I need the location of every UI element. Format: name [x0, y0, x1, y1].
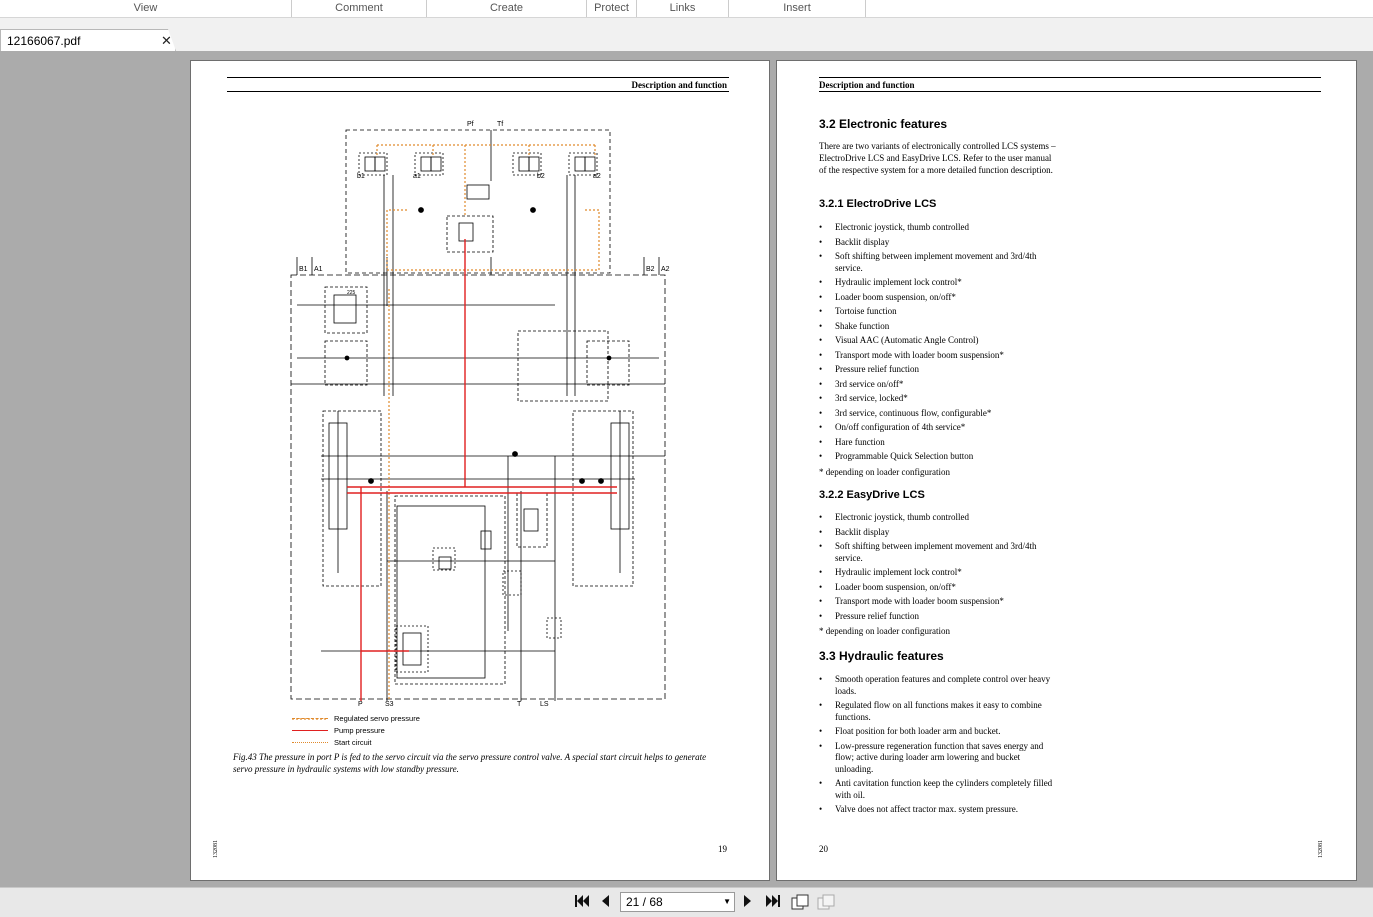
single-page-icon[interactable]: [817, 894, 835, 910]
header-rule: [227, 77, 729, 78]
list-item: Tortoise function: [819, 306, 1057, 318]
diagram-legend: Regulated servo pressure Pump pressure S…: [292, 712, 420, 748]
section-3-2-1-title: 3.2.1 ElectroDrive LCS: [819, 198, 937, 210]
list-item: Shake function: [819, 321, 1057, 333]
list-item: Programmable Quick Selection button: [819, 451, 1057, 463]
valve-a2-label: a2: [593, 173, 601, 180]
port-b1-label: B1: [299, 266, 308, 273]
prev-page-icon[interactable]: [598, 894, 612, 910]
hydraulic-feature-list: Smooth operation features and complete c…: [819, 674, 1057, 819]
list-item: Soft shifting between implement movement…: [819, 251, 1057, 274]
section-3-2-2-title: 3.2.2 EasyDrive LCS: [819, 489, 925, 501]
list-item: Loader boom suspension, on/off*: [819, 292, 1057, 304]
list-item: Hare function: [819, 437, 1057, 449]
legend-item-pump: Pump pressure: [292, 724, 420, 736]
valve-b2-label: b2: [537, 173, 545, 180]
list-item: 3rd service, continuous flow, configurab…: [819, 408, 1057, 420]
first-page-icon[interactable]: [573, 894, 591, 910]
list-item: Low-pressure regeneration function that …: [819, 741, 1057, 776]
document-tab-strip: 12166067.pdf ✕: [0, 18, 1373, 51]
list-item: Transport mode with loader boom suspensi…: [819, 596, 1057, 608]
next-page-icon[interactable]: [741, 894, 755, 910]
document-viewer[interactable]: Description and function: [0, 51, 1373, 887]
list-item: Pressure relief function: [819, 364, 1057, 376]
port-pf-label: Pf: [467, 121, 474, 128]
section-3-2-text: There are two variants of electronically…: [819, 141, 1056, 175]
list-item: Backlit display: [819, 237, 1057, 249]
port-a1-label: A1: [314, 266, 323, 273]
hydraulic-diagram: [290, 129, 666, 720]
electrodrive-feature-list: Electronic joystick, thumb controlled Ba…: [819, 222, 1057, 466]
port-tf-label: Tf: [497, 121, 504, 128]
page-header: Description and function: [631, 80, 727, 90]
page-header: Description and function: [819, 80, 915, 90]
list-item: Visual AAC (Automatic Angle Control): [819, 335, 1057, 347]
legend-label: Regulated servo pressure: [334, 713, 420, 723]
list-item: Electronic joystick, thumb controlled: [819, 512, 1057, 524]
valve-b1-label: b1: [357, 173, 365, 180]
list-item: Transport mode with loader boom suspensi…: [819, 350, 1057, 362]
figure-caption: Fig.43 The pressure in port P is fed to …: [233, 752, 707, 774]
footnote: * depending on loader configuration: [819, 467, 950, 477]
relief-setting-label: 225: [347, 290, 356, 296]
list-item: 3rd service, locked*: [819, 393, 1057, 405]
port-t-label: T: [517, 701, 522, 708]
side-code: 132081: [213, 840, 219, 858]
document-tab-title: 12166067.pdf: [7, 34, 81, 48]
list-item: On/off configuration of 4th service*: [819, 422, 1057, 434]
legend-label: Pump pressure: [334, 725, 385, 735]
port-s3-label: S3: [385, 701, 394, 708]
fit-page-icon[interactable]: [791, 894, 809, 910]
page-navigation-bar: 21 / 68 ▼: [0, 887, 1373, 917]
menu-insert[interactable]: Insert: [729, 0, 866, 17]
port-ls-label: LS: [540, 701, 549, 708]
menu-comment[interactable]: Comment: [292, 0, 427, 17]
port-a2-label: A2: [661, 266, 670, 273]
chevron-down-icon[interactable]: ▼: [723, 897, 731, 906]
page-number: 19: [718, 844, 727, 854]
list-item: Pressure relief function: [819, 611, 1057, 623]
easydrive-feature-list: Electronic joystick, thumb controlled Ba…: [819, 512, 1057, 625]
list-item: Regulated flow on all functions makes it…: [819, 700, 1057, 723]
section-3-3-title: 3.3 Hydraulic features: [819, 649, 944, 663]
side-code: 132081: [1318, 840, 1324, 858]
list-item: Float position for both loader arm and b…: [819, 726, 1057, 738]
list-item: Backlit display: [819, 527, 1057, 539]
page-number-value: 21 / 68: [626, 895, 663, 909]
list-item: Electronic joystick, thumb controlled: [819, 222, 1057, 234]
last-page-icon[interactable]: [764, 894, 782, 910]
menu-bar: View Comment Create Protect Links Insert: [0, 0, 1373, 18]
menu-view[interactable]: View: [0, 0, 292, 17]
list-item: Smooth operation features and complete c…: [819, 674, 1057, 697]
close-icon[interactable]: ✕: [161, 33, 172, 48]
footnote: * depending on loader configuration: [819, 626, 950, 636]
list-item: Hydraulic implement lock control*: [819, 567, 1057, 579]
list-item: Loader boom suspension, on/off*: [819, 582, 1057, 594]
list-item: Soft shifting between implement movement…: [819, 541, 1057, 564]
list-item: Valve does not affect tractor max. syste…: [819, 804, 1057, 816]
page-number-field[interactable]: 21 / 68 ▼: [620, 892, 735, 912]
page-20: Description and function 3.2 Electronic …: [776, 60, 1357, 881]
page-number: 20: [819, 844, 828, 854]
menu-links[interactable]: Links: [637, 0, 729, 17]
legend-item-servo: Regulated servo pressure: [292, 712, 420, 724]
header-rule: [819, 91, 1321, 92]
port-b2-label: B2: [646, 266, 655, 273]
list-item: Hydraulic implement lock control*: [819, 277, 1057, 289]
list-item: 3rd service on/off*: [819, 379, 1057, 391]
menu-create[interactable]: Create: [427, 0, 587, 17]
section-3-2-title: 3.2 Electronic features: [819, 117, 948, 131]
valve-a1-label: a1: [413, 173, 421, 180]
header-rule: [819, 77, 1321, 78]
document-tab[interactable]: 12166067.pdf ✕: [0, 29, 176, 51]
list-item: Anti cavitation function keep the cylind…: [819, 778, 1057, 801]
menu-protect[interactable]: Protect: [587, 0, 637, 17]
header-rule: [227, 91, 729, 92]
legend-label: Start circuit: [334, 737, 372, 747]
legend-item-start: Start circuit: [292, 736, 420, 748]
port-p-label: P: [358, 701, 363, 708]
page-19: Description and function: [190, 60, 770, 881]
